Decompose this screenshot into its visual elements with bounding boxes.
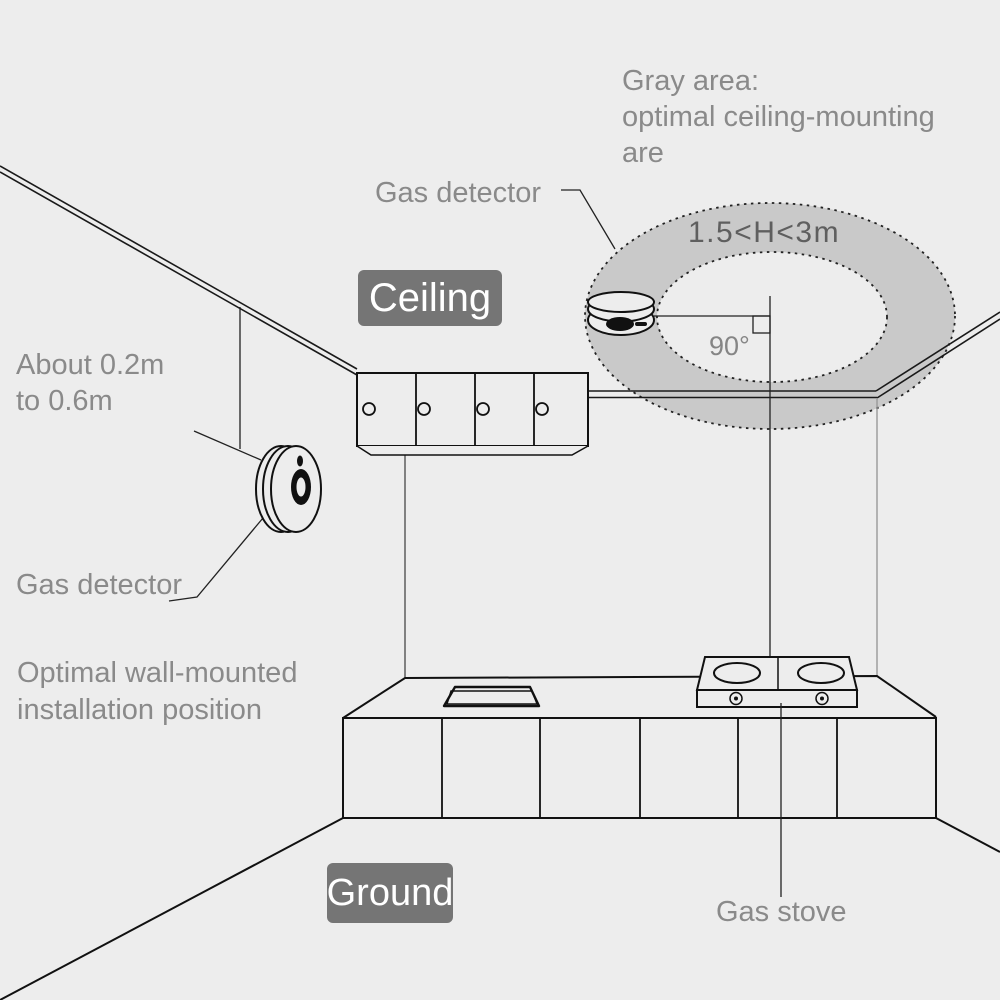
wall-gas-detector bbox=[255, 445, 322, 533]
stove-burner-left bbox=[713, 662, 761, 684]
ceiling-badge: Ceiling bbox=[358, 270, 502, 326]
stove-knob-left-dot bbox=[734, 696, 738, 701]
ceiling-edge-right bbox=[875, 311, 1000, 399]
ceiling-edge-back bbox=[588, 390, 877, 399]
optimal-ceiling-zone bbox=[584, 202, 956, 430]
wall-mount-distance-label: About 0.2m to 0.6m bbox=[16, 347, 164, 419]
ceiling-gas-detector-label: Gas detector bbox=[375, 177, 542, 209]
ceiling-gas-detector bbox=[587, 291, 655, 336]
upper-cabinet-body bbox=[356, 372, 589, 447]
gas-stove bbox=[695, 656, 859, 708]
stove-burner-right bbox=[797, 662, 845, 684]
upper-cabinet-door-dividers bbox=[415, 373, 535, 446]
leader-lines bbox=[168, 189, 782, 897]
mounting-angle-label: 90° bbox=[709, 331, 750, 361]
stove-knob-right-dot bbox=[820, 696, 824, 701]
ceiling-edge-left bbox=[0, 165, 358, 376]
upper-cabinet bbox=[356, 372, 589, 456]
gas-stove-label: Gas stove bbox=[716, 896, 847, 928]
floor-edge-right bbox=[935, 817, 1000, 853]
reference-lines bbox=[239, 296, 771, 657]
optimal-zone-inner-dotted-border bbox=[656, 251, 888, 383]
wall-distance-pointer bbox=[193, 430, 262, 461]
upper-cabinet-bottom-trim bbox=[356, 445, 589, 456]
counter-top-back-edge bbox=[342, 674, 937, 719]
wall-detector-led bbox=[297, 455, 303, 467]
sink-outer-rim bbox=[442, 685, 541, 708]
cabinet-knob bbox=[417, 402, 431, 416]
room-edges bbox=[0, 165, 1000, 678]
wall-gas-detector-label: Gas detector bbox=[16, 569, 183, 601]
ground-badge: Ground bbox=[327, 863, 453, 923]
gray-area-note-line2: optimal ceiling-mounting bbox=[622, 101, 935, 133]
cabinet-knob bbox=[476, 402, 490, 416]
optimal-zone-outer-dotted-border bbox=[584, 202, 956, 430]
ceiling-detector-sensor bbox=[606, 317, 634, 331]
height-range-label: 1.5<H<3m bbox=[688, 216, 841, 249]
wall-position-note-line1: Optimal wall-mounted bbox=[17, 657, 298, 689]
gray-area-note: Gray area: optimal ceiling-mounting are bbox=[622, 63, 935, 171]
sink-inner-rim bbox=[446, 690, 539, 705]
stove-top bbox=[695, 656, 859, 691]
counter-door-dividers bbox=[441, 718, 838, 818]
wall-detector-sensor-hole bbox=[296, 477, 306, 497]
optimal-zone-fill bbox=[585, 203, 955, 429]
right-angle-marker bbox=[752, 315, 771, 334]
sink bbox=[442, 685, 541, 708]
ceiling-detector-pointer bbox=[561, 189, 616, 250]
kitchen-counter bbox=[0, 674, 1000, 1000]
wall-position-note: Optimal wall-mounted installation positi… bbox=[17, 655, 297, 729]
cabinet-knob bbox=[535, 402, 549, 416]
wall-position-note-line2: installation position bbox=[17, 694, 263, 726]
gray-area-note-line1: Gray area: bbox=[622, 65, 759, 97]
gray-area-note-line3: are bbox=[622, 137, 664, 169]
wall-mount-distance-line2: to 0.6m bbox=[16, 385, 113, 417]
stove-front bbox=[696, 689, 858, 708]
wall-mount-distance-line1: About 0.2m bbox=[16, 349, 165, 381]
ceiling-detector-base bbox=[587, 291, 655, 313]
wall-detector-pointer bbox=[168, 517, 264, 602]
cabinet-knob bbox=[362, 402, 376, 416]
floor-edge-left bbox=[0, 817, 344, 1000]
